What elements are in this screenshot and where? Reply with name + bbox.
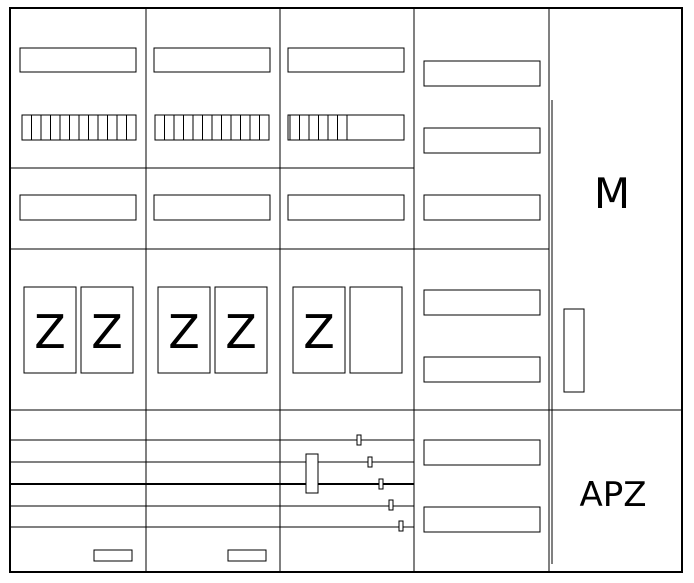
- breaker-pole: [88, 114, 99, 141]
- breaker-strip: [21, 114, 137, 141]
- breaker-pole: [240, 114, 251, 141]
- busbar-tap: [388, 499, 394, 511]
- field-apz-label: APZ: [579, 475, 646, 515]
- meter-slot: [80, 286, 134, 374]
- breaker-pole: [259, 114, 270, 141]
- terminal-block: [305, 453, 319, 494]
- breaker-pole: [59, 114, 70, 141]
- breaker-pole: [31, 114, 42, 141]
- rail-slot: [423, 127, 541, 154]
- breaker-pole: [202, 114, 213, 141]
- rail-slot: [423, 289, 541, 316]
- breaker-pole: [192, 114, 203, 141]
- terminal-small: [227, 549, 267, 562]
- breaker-pole: [211, 114, 222, 141]
- rail-slot: [423, 506, 541, 533]
- field-m-label: M: [594, 169, 630, 218]
- breaker-strip: [289, 114, 348, 141]
- rail-slot: [423, 356, 541, 383]
- breaker-pole: [299, 114, 310, 141]
- breaker-pole: [337, 114, 348, 141]
- meter-slot-label: Z: [303, 305, 335, 359]
- breaker-pole: [40, 114, 51, 141]
- breaker-pole: [318, 114, 329, 141]
- rail-slot: [423, 194, 541, 221]
- meter-slot-label: Z: [34, 305, 66, 359]
- rail-slot: [19, 194, 137, 221]
- rail-slot: [153, 194, 271, 221]
- breaker-pole: [289, 114, 300, 141]
- breaker-pole: [249, 114, 260, 141]
- breaker-pole: [183, 114, 194, 141]
- breaker-pole: [107, 114, 118, 141]
- busbar-tap: [398, 520, 404, 532]
- breaker-strip: [154, 114, 270, 141]
- breaker-pole: [116, 114, 127, 141]
- rail-slot: [423, 60, 541, 87]
- breaker-pole: [78, 114, 89, 141]
- breaker-pole: [230, 114, 241, 141]
- busbar-tap: [367, 456, 373, 468]
- rail-slot: [287, 47, 405, 73]
- breaker-pole: [69, 114, 80, 141]
- breaker-pole: [164, 114, 175, 141]
- breaker-pole: [21, 114, 32, 141]
- busbar-tap: [356, 434, 362, 446]
- meter-slot-empty: [349, 286, 403, 374]
- meter-slot: [157, 286, 211, 374]
- breaker-pole: [50, 114, 61, 141]
- busbar-tap: [378, 478, 384, 490]
- meter-slot: [23, 286, 77, 374]
- breaker-pole: [308, 114, 319, 141]
- fuse-holder: [563, 308, 585, 393]
- rail-slot: [153, 47, 271, 73]
- terminal-small: [93, 549, 133, 562]
- rail-slot: [19, 47, 137, 73]
- breaker-pole: [97, 114, 108, 141]
- breaker-pole: [126, 114, 137, 141]
- breaker-pole: [327, 114, 338, 141]
- breaker-pole: [221, 114, 232, 141]
- breaker-pole: [154, 114, 165, 141]
- meter-slot-label: Z: [91, 305, 123, 359]
- rail-slot: [287, 194, 405, 221]
- breaker-pole: [173, 114, 184, 141]
- meter-slot-label: Z: [168, 305, 200, 359]
- meter-slot: [292, 286, 346, 374]
- board-outline: [9, 7, 683, 573]
- meter-slot: [214, 286, 268, 374]
- meter-slot-label: Z: [225, 305, 257, 359]
- rail-slot: [423, 439, 541, 466]
